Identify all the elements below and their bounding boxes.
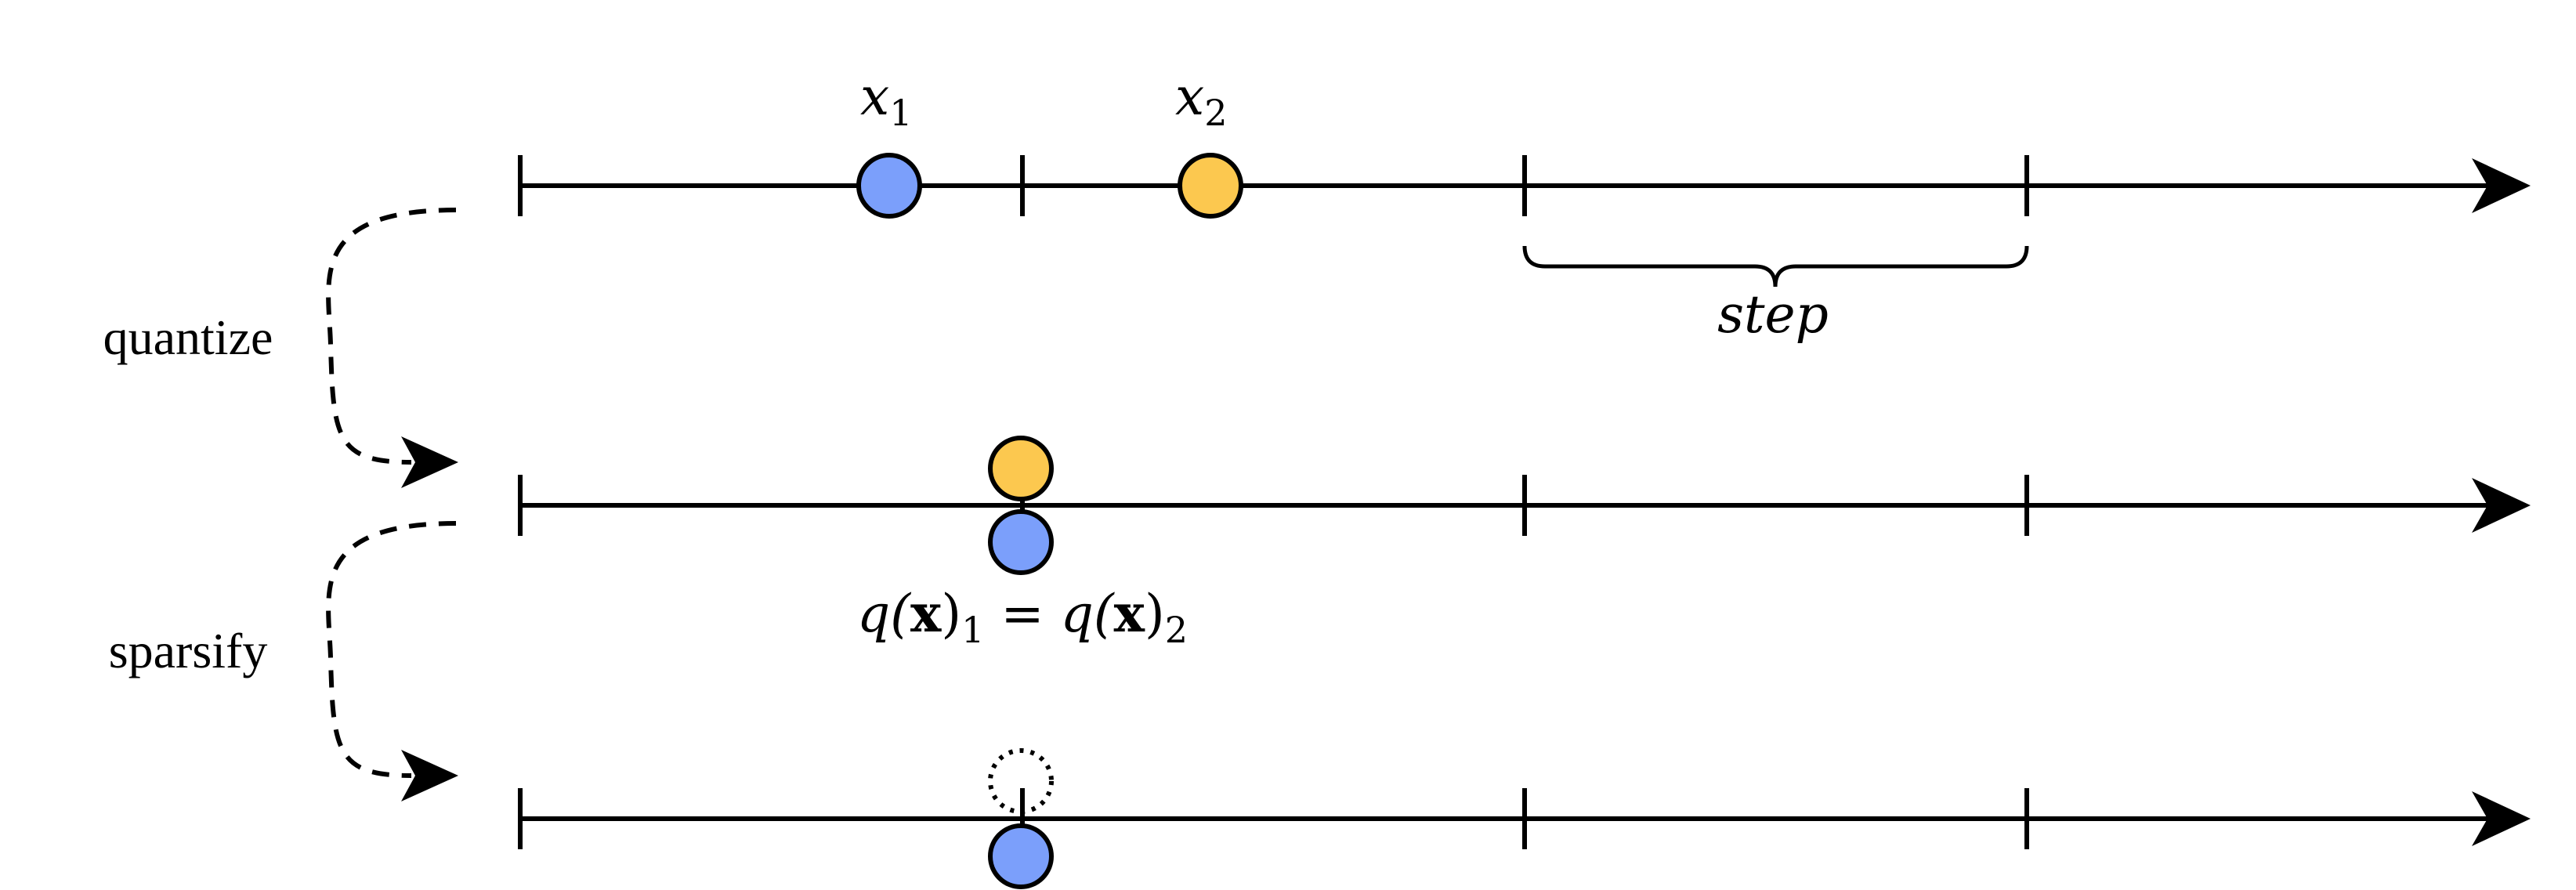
s-x1-point xyxy=(988,823,1054,889)
step-brace xyxy=(1522,245,2029,288)
step-label: step xyxy=(1717,284,1829,345)
x2-point xyxy=(1178,153,1243,219)
number-line-original: x1 x2 step xyxy=(518,67,2531,345)
axis-arrowhead xyxy=(2472,158,2531,213)
quantize-arrowhead xyxy=(401,436,458,488)
number-line-sparsified xyxy=(518,748,2531,889)
q-x2-point xyxy=(988,436,1054,501)
removed-point-outline xyxy=(988,748,1054,814)
equality-label: q(x)1 = q(x)2 xyxy=(857,583,1188,651)
axis-arrowhead xyxy=(2472,478,2531,533)
quantize-label: quantize xyxy=(103,309,273,365)
x1-label: x1 xyxy=(860,67,913,134)
sparsify-arrow xyxy=(326,521,457,778)
q-x1-point xyxy=(988,509,1054,575)
quantize-arrow xyxy=(326,208,457,465)
sparsify-arrowhead xyxy=(401,750,458,801)
x2-label: x2 xyxy=(1175,67,1228,134)
sparsify-label: sparsify xyxy=(109,623,268,678)
number-line-quantized: q(x)1 = q(x)2 xyxy=(518,436,2531,651)
x1-label-subscript: 1 xyxy=(889,92,912,134)
x1-point xyxy=(856,153,922,219)
axis-arrowhead xyxy=(2472,791,2531,846)
x2-label-subscript: 2 xyxy=(1204,92,1227,134)
